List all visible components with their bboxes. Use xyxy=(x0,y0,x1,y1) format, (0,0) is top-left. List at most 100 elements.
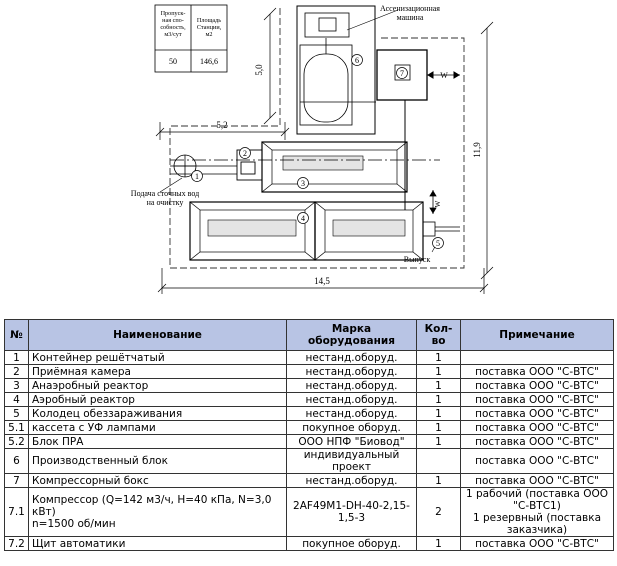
marker-label: 6 xyxy=(355,56,359,65)
marker-circle xyxy=(396,67,408,79)
cell-name: Компрессорный бокс xyxy=(28,473,287,488)
cell-quantity: 1 xyxy=(416,378,461,393)
cell-quantity: 1 xyxy=(416,434,461,449)
header-quantity: Кол-во xyxy=(416,319,461,351)
outlet-label: Выпуск xyxy=(404,255,431,264)
cell-quantity: 1 xyxy=(416,350,461,365)
text-line: Площадь xyxy=(197,17,221,24)
cell-mark: нестанд.оборуд. xyxy=(286,364,417,379)
capacity-table xyxy=(154,4,228,73)
marker-label: 2 xyxy=(243,149,247,158)
text-line: Подача сточных вод xyxy=(131,189,199,198)
aerobic-reactor xyxy=(189,201,424,261)
marker-circle xyxy=(239,147,251,159)
cell-note: 1 рабочий (поставка ООО"С-ВТС1)1 резервн… xyxy=(460,487,614,537)
text-line: м3/сут xyxy=(164,31,181,38)
text-line: Станции, xyxy=(197,24,222,31)
cell-quantity: 1 xyxy=(416,392,461,407)
text-line: Ассенизационная xyxy=(380,4,440,13)
cell-quantity: 2 xyxy=(416,487,461,537)
cell-note: поставка ООО "С-ВТС" xyxy=(460,448,614,474)
cell-note: поставка ООО "С-ВТС" xyxy=(460,364,614,379)
marker-circle xyxy=(191,170,203,182)
cell-quantity xyxy=(416,448,461,474)
cell-number: 4 xyxy=(4,392,29,407)
text-line: Пропуск- xyxy=(161,10,186,17)
cell-mark: покупное оборуд. xyxy=(286,536,417,551)
marker-circle xyxy=(297,177,309,189)
cell-mark: нестанд.оборуд. xyxy=(286,378,417,393)
site-fence xyxy=(169,8,465,269)
cell-number: 7 xyxy=(4,473,29,488)
cell-note: поставка ООО "С-ВТС" xyxy=(460,420,614,435)
text-line: м2 xyxy=(205,31,212,38)
capacity-value: 50 xyxy=(169,57,177,66)
compressor-w-label: W xyxy=(440,71,448,80)
cell-mark: нестанд.оборуд. xyxy=(286,392,417,407)
cell-name: Контейнер решётчатый xyxy=(28,350,287,365)
cell-number: 7.1 xyxy=(4,487,29,537)
cell-name: Аэробный реактор xyxy=(28,392,287,407)
cell-name: Приёмная камера xyxy=(28,364,287,379)
cell-name: Производственный блок xyxy=(28,448,287,474)
marker-circle xyxy=(432,237,444,249)
cell-quantity: 1 xyxy=(416,406,461,421)
inlet-pipe xyxy=(170,154,440,178)
text-line: машина xyxy=(397,13,424,22)
cell-number: 5 xyxy=(4,406,29,421)
dimension-5-2: 5,2 xyxy=(216,120,227,130)
well-w-label: W xyxy=(434,200,442,207)
cell-mark: нестанд.оборуд. xyxy=(286,473,417,488)
dimension-5-0: 5,0 xyxy=(254,64,264,76)
text-line: ная спо- xyxy=(162,17,184,24)
text-line: собность, xyxy=(160,24,186,31)
marker-circle xyxy=(297,212,309,224)
header-name: Наименование xyxy=(28,319,287,351)
cell-note: поставка ООО "С-ВТС" xyxy=(460,406,614,421)
cell-note: поставка ООО "С-ВТС" xyxy=(460,473,614,488)
cell-note: поставка ООО "С-ВТС" xyxy=(460,392,614,407)
cell-name: Щит автоматики xyxy=(28,536,287,551)
cell-name: Анаэробный реактор xyxy=(28,378,287,393)
disinfection-well xyxy=(422,190,460,237)
cell-number: 6 xyxy=(4,448,29,474)
marker-label: 5 xyxy=(436,239,440,248)
compressor-box xyxy=(376,49,460,101)
cell-name: Блок ПРА xyxy=(28,434,287,449)
cell-number: 7.2 xyxy=(4,536,29,551)
marker-label: 7 xyxy=(400,69,404,78)
cell-quantity: 1 xyxy=(416,536,461,551)
cell-number: 3 xyxy=(4,378,29,393)
cell-number: 5.2 xyxy=(4,434,29,449)
svg-text:Пропуск-ная спо-собность,м3/су: Пропуск-ная спо-собность,м3/сут xyxy=(160,10,186,38)
cell-mark: нестанд.оборуд. xyxy=(286,406,417,421)
cell-quantity: 1 xyxy=(416,420,461,435)
header-note: Примечание xyxy=(460,319,614,351)
cell-mark: 2AF49M1-DH-40-2,15-1,5-3 xyxy=(286,487,417,537)
area-value: 146,6 xyxy=(200,57,218,66)
marker-label: 4 xyxy=(301,214,305,223)
cell-name: Компрессор (Q=142 м3/ч, H=40 кПа, N=3,0 … xyxy=(28,487,287,537)
text-line: на очистку xyxy=(147,198,184,207)
cell-mark: покупное оборуд. xyxy=(286,420,417,435)
marker-circle xyxy=(351,54,363,66)
cell-note xyxy=(460,350,614,365)
cell-name: кассета с УФ лампами xyxy=(28,420,287,435)
